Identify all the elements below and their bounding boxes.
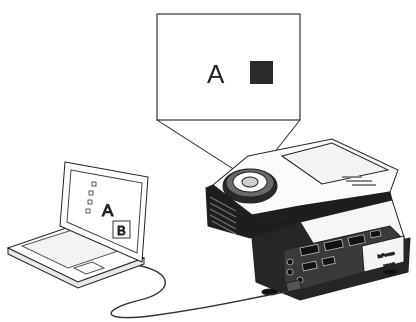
projection-screen: A	[157, 14, 300, 120]
projector-lens	[223, 169, 277, 203]
laptop-letter-a: A	[102, 201, 114, 220]
laptop: A B	[8, 162, 148, 288]
projected-letter-a: A	[207, 59, 225, 89]
projected-black-square	[250, 61, 273, 84]
projector: InFocus InFocus HDMI	[206, 139, 410, 300]
laptop-letter-b: B	[117, 223, 126, 238]
